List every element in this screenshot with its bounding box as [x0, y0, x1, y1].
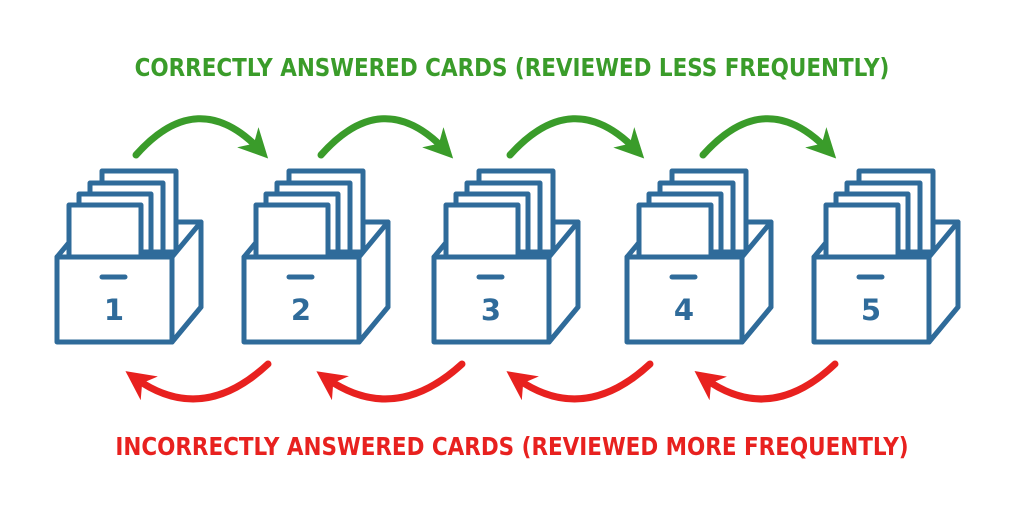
arrow-back-icon [316, 360, 466, 403]
box-number-label: 1 [104, 293, 124, 327]
arrow-back-icon [694, 360, 839, 403]
card-file-box-icon: 5 [811, 168, 961, 345]
arrow-back-icon [506, 360, 654, 403]
card-file-box-icon: 1 [54, 168, 204, 345]
box-number-label: 2 [291, 293, 311, 327]
arrow-forward-icon [132, 115, 269, 159]
arrow-forward-icon [699, 115, 837, 159]
arrows [125, 115, 839, 403]
arrow-forward-icon [506, 115, 645, 159]
incorrect-caption: INCORRECTLY ANSWERED CARDS (REVIEWED MOR… [115, 432, 908, 461]
card-file-box-icon: 4 [624, 168, 774, 345]
boxes-row: 1 2 3 4 5 [54, 168, 961, 345]
card-file-box-icon: 2 [241, 168, 391, 345]
correct-caption: CORRECTLY ANSWERED CARDS (REVIEWED LESS … [135, 53, 890, 82]
box-number-label: 4 [674, 293, 694, 327]
box-number-label: 3 [481, 293, 501, 327]
card-file-box-icon: 3 [431, 168, 581, 345]
arrow-back-icon [125, 360, 272, 403]
box-number-label: 5 [861, 293, 881, 327]
arrow-forward-icon [317, 115, 454, 159]
